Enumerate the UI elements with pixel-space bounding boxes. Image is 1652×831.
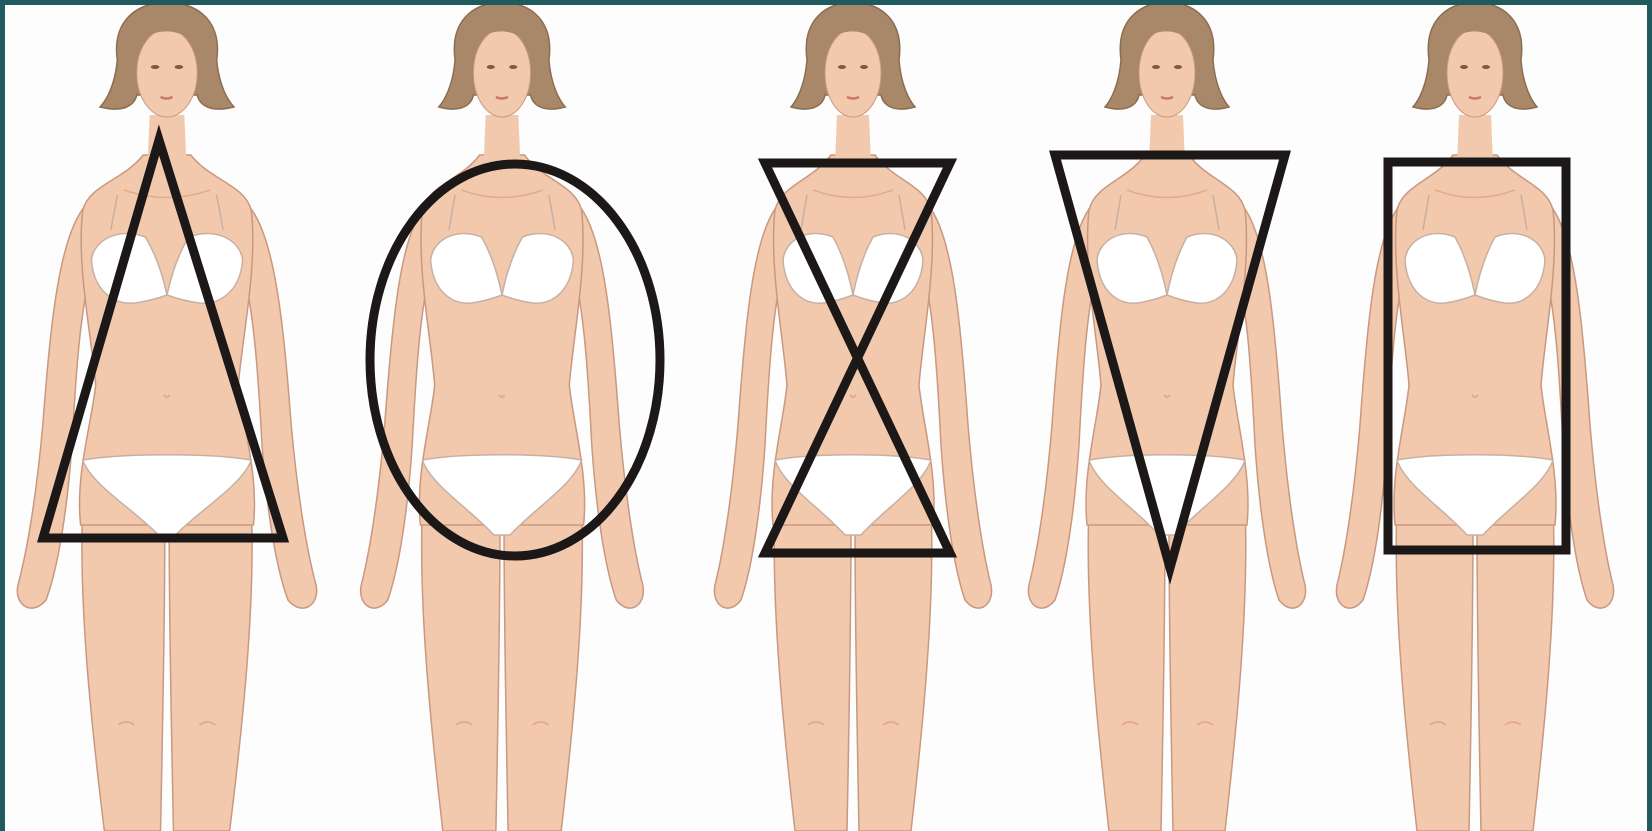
right-leg bbox=[169, 505, 252, 831]
face bbox=[137, 29, 197, 117]
knee-lines bbox=[1430, 722, 1521, 725]
woman-figure-inverted-triangle bbox=[1028, 5, 1305, 831]
right-eye bbox=[1174, 65, 1182, 69]
face bbox=[473, 29, 530, 117]
illustration-frame bbox=[5, 5, 1647, 831]
right-leg bbox=[1169, 505, 1246, 831]
left-eye bbox=[838, 65, 846, 69]
right-eye bbox=[509, 65, 517, 69]
left-eye bbox=[487, 65, 495, 69]
knee-lines bbox=[808, 722, 899, 725]
neck bbox=[835, 115, 871, 163]
right-eye bbox=[860, 65, 868, 69]
neck bbox=[1457, 115, 1493, 163]
left-leg bbox=[82, 505, 165, 831]
woman-figure-oval bbox=[361, 5, 644, 831]
left-eye bbox=[1152, 65, 1160, 69]
left-eye bbox=[1460, 65, 1468, 69]
face bbox=[1139, 29, 1195, 117]
woman-figure-rectangle bbox=[1336, 5, 1613, 831]
left-leg bbox=[1088, 505, 1165, 831]
left-eye bbox=[151, 65, 160, 69]
woman-figure-hourglass bbox=[714, 5, 991, 831]
face bbox=[1447, 29, 1503, 117]
right-eye bbox=[1482, 65, 1490, 69]
right-eye bbox=[175, 65, 184, 69]
woman-figure-triangle bbox=[17, 5, 316, 831]
knee-lines bbox=[1122, 722, 1213, 725]
body-shapes-illustration bbox=[5, 5, 1647, 831]
neck bbox=[484, 115, 521, 163]
face bbox=[825, 29, 881, 117]
